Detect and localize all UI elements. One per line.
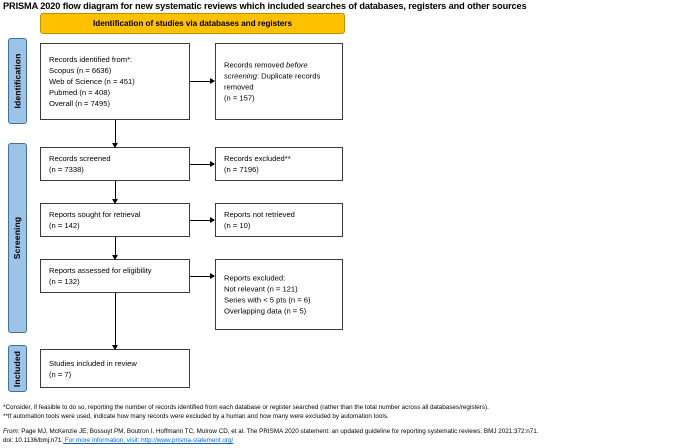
box-reports-excluded-text: Reports excluded: Not relevant (n = 121)… — [224, 273, 311, 316]
phase-label-identification: Identification — [12, 53, 23, 109]
footnote-citation-text: Page MJ, McKenzie JE, Bossuyt PM, Boutro… — [19, 427, 539, 435]
box-reports-assessed-text: Reports assessed for eligibility (n = 13… — [49, 265, 152, 286]
footnote-more-info-text: For more information, visit: — [63, 436, 142, 444]
box-records-removed-text: Records removed before screening: Duplic… — [224, 59, 338, 104]
box-records-identified: Records identified from*: Scopus (n = 66… — [40, 43, 190, 120]
arrow-screened-to-sought — [112, 181, 119, 204]
box-reports-assessed: Reports assessed for eligibility (n = 13… — [40, 259, 190, 293]
box-records-screened-text: Records screened (n = 7338) — [49, 153, 111, 174]
removed-line2-static: : — [256, 71, 260, 81]
arrow-identified-to-screened — [112, 120, 119, 148]
removed-line1-static: Records removed — [224, 60, 287, 70]
identification-banner: Identification of studies via databases … — [40, 13, 345, 34]
box-reports-sought-text: Reports sought for retrieval (n = 142) — [49, 209, 141, 230]
box-records-removed: Records removed before screening: Duplic… — [215, 43, 343, 120]
footnotes: *Consider, if feasible to do so, reporti… — [3, 403, 675, 445]
arrow-identified-to-removed — [190, 78, 215, 85]
arrow-sought-to-not-retrieved — [190, 217, 215, 224]
phase-label-screening: Screening — [12, 216, 23, 260]
box-records-identified-text: Records identified from*: Scopus (n = 66… — [49, 54, 135, 109]
footnote-line-2: **If automation tools were used, indicat… — [3, 413, 389, 421]
phase-label-included: Included — [12, 350, 23, 387]
box-records-excluded: Records excluded** (n = 7196) — [215, 147, 343, 181]
footnote-from-label: From: — [3, 427, 20, 435]
footnote-line-1: *Consider, if feasible to do so, reporti… — [3, 404, 489, 411]
prisma-statement-link[interactable]: http://www.prisma-statement.org/ — [141, 436, 234, 444]
footnote-doi: doi: 10.1136/bmj.n71. — [3, 436, 64, 444]
box-reports-excluded: Reports excluded: Not relevant (n = 121)… — [215, 259, 343, 330]
phase-bar-screening: Screening — [8, 143, 27, 333]
identification-banner-label: Identification of studies via databases … — [93, 19, 292, 28]
box-reports-not-retrieved: Reports not retrieved (n = 10) — [215, 203, 343, 237]
phase-bar-identification: Identification — [8, 38, 27, 124]
footnote-citation-line: From: Page MJ, McKenzie JE, Bossuyt PM, … — [3, 427, 675, 436]
removed-line3-static: Duplicate records removed (n = 157) — [224, 71, 321, 103]
arrow-assessed-to-included — [112, 293, 119, 350]
box-records-screened: Records screened (n = 7338) — [40, 147, 190, 181]
box-studies-included-text: Studies included in review (n = 7) — [49, 358, 137, 379]
box-reports-sought: Reports sought for retrieval (n = 142) — [40, 203, 190, 237]
removed-line2-emphasis: screening — [224, 71, 257, 81]
page-title: PRISMA 2020 flow diagram for new systema… — [3, 1, 527, 11]
box-reports-not-retrieved-text: Reports not retrieved (n = 10) — [224, 209, 295, 230]
phase-bar-included: Included — [8, 345, 27, 392]
removed-line1-emphasis: before — [286, 60, 308, 70]
arrow-screened-to-excluded — [190, 161, 215, 168]
arrow-assessed-to-reports-excluded — [190, 273, 215, 280]
box-studies-included: Studies included in review (n = 7) — [40, 349, 190, 388]
arrow-sought-to-assessed — [112, 237, 119, 260]
footnote-doi-line: doi: 10.1136/bmj.n71. For more informati… — [3, 436, 675, 445]
box-records-excluded-text: Records excluded** (n = 7196) — [224, 153, 291, 174]
